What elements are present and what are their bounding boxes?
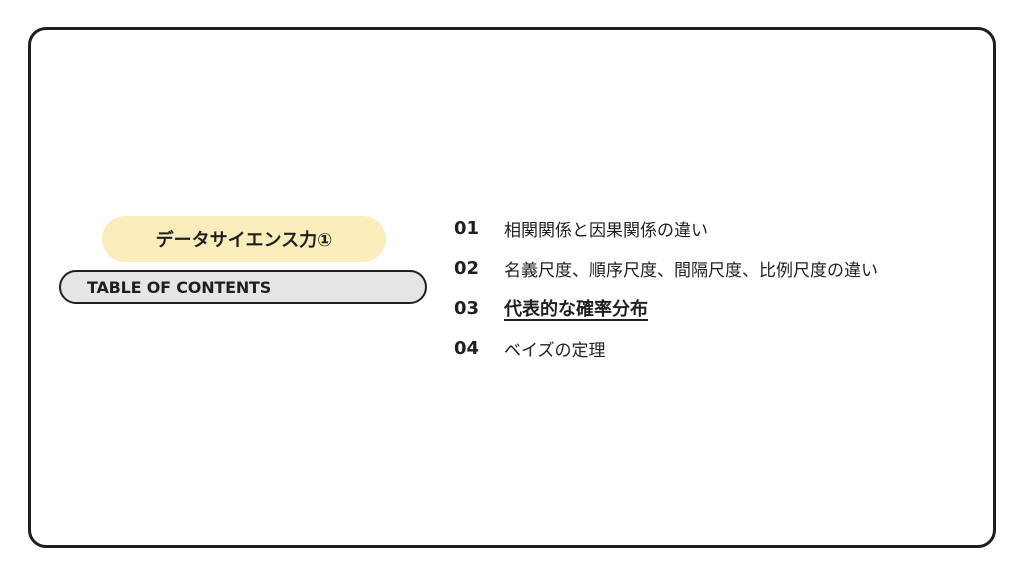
toc-item-number: 02 (454, 257, 480, 279)
toc-item-04[interactable]: 04 ベイズの定理 (454, 333, 994, 363)
toc-item-number: 04 (454, 337, 480, 359)
toc-item-number: 01 (454, 217, 480, 239)
toc-item-title: 相関関係と因果関係の違い (504, 220, 708, 241)
table-of-contents-label: TABLE OF CONTENTS (59, 270, 427, 304)
toc-item-title-active: 代表的な確率分布 (504, 299, 648, 320)
toc-item-title: 名義尺度、順序尺度、間隔尺度、比例尺度の違い (504, 260, 878, 281)
toc-item-03[interactable]: 03 代表的な確率分布 (454, 293, 994, 323)
toc-label-text: TABLE OF CONTENTS (87, 277, 272, 297)
toc-item-01[interactable]: 01 相関関係と因果関係の違い (454, 213, 994, 243)
toc-item-title: ベイズの定理 (504, 340, 606, 361)
toc-item-number: 03 (454, 297, 480, 319)
course-badge: データサイエンス力① (102, 216, 386, 262)
toc-item-02[interactable]: 02 名義尺度、順序尺度、間隔尺度、比例尺度の違い (454, 253, 994, 283)
course-badge-label: データサイエンス力① (155, 230, 333, 251)
toc-list: 01 相関関係と因果関係の違い 02 名義尺度、順序尺度、間隔尺度、比例尺度の違… (454, 213, 994, 373)
